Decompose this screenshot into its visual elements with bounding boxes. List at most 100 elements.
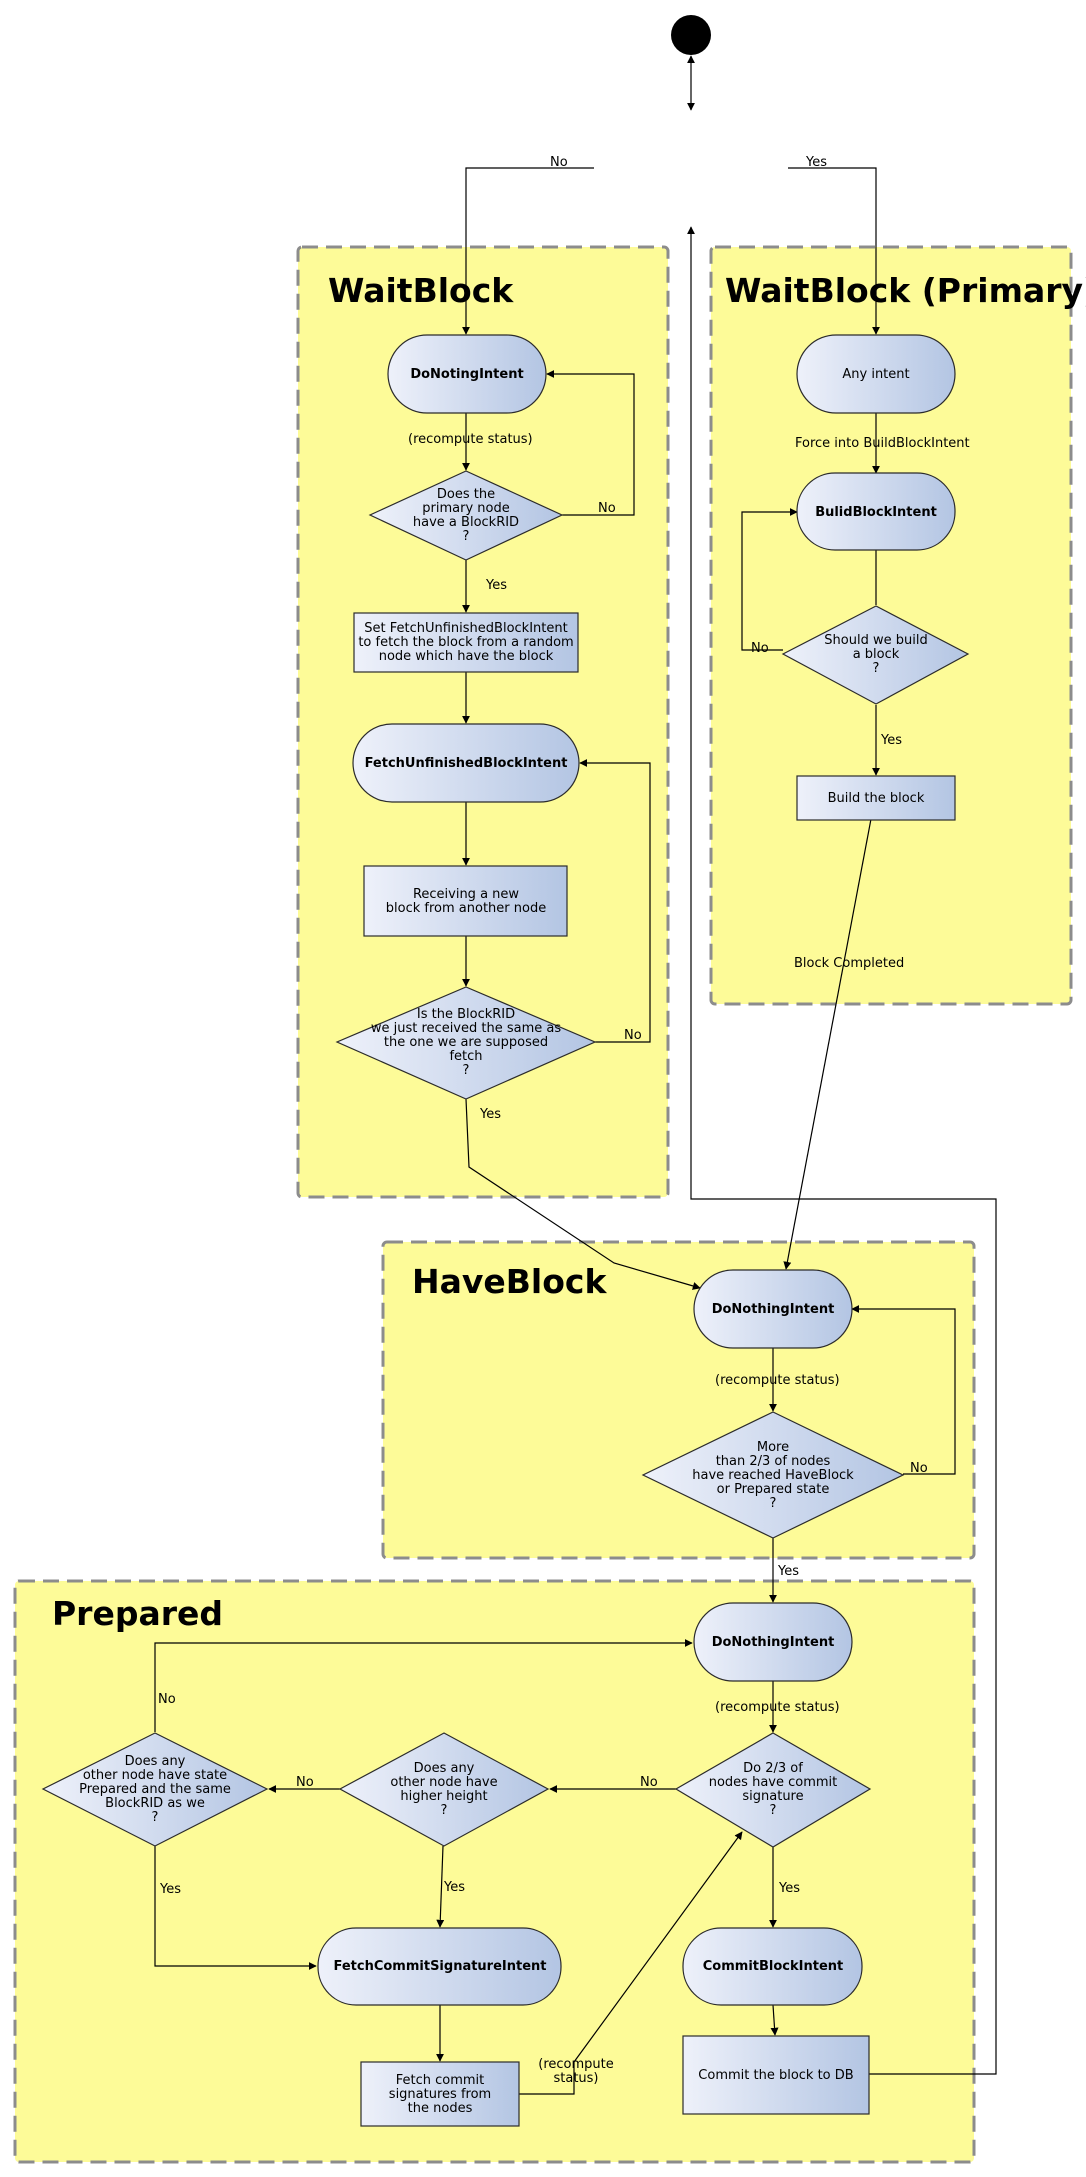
edge-wb-rid-no: [546, 370, 635, 516]
pr-commit-intent-node: [682, 1927, 863, 2006]
wp-build-block-node: [796, 775, 956, 821]
text-line: DoNothingIntent: [712, 1302, 835, 1317]
text-line: fetch: [449, 1049, 482, 1064]
label-pr-23-yes: Yes: [778, 1881, 800, 1896]
pr-commit-intent-text: CommitBlockIntent: [703, 1959, 843, 1974]
hb-donothing-intent-node: [693, 1269, 853, 1349]
text-line: Is the BlockRID: [417, 1007, 515, 1022]
start-node: [671, 15, 711, 55]
label-wp-should-yes: Yes: [880, 733, 902, 748]
label-wp-should-no: No: [751, 641, 769, 656]
wp-should-build-decision: [781, 605, 970, 705]
text-line: BulidBlockIntent: [815, 505, 937, 520]
text-line: FetchUnfinishedBlockIntent: [365, 756, 568, 771]
text-line: Does any: [125, 1754, 186, 1769]
pr-same-state-decision: [41, 1732, 269, 1847]
edge-pr-same-yes: [154, 1846, 317, 1970]
text-line: Build the block: [828, 791, 925, 806]
pr-fetch-commit-intent-text: FetchCommitSignatureIntent: [333, 1959, 546, 1974]
pr-commit-db-node: [682, 2035, 870, 2115]
text-line: Set FetchUnfinishedBlockIntent: [364, 621, 567, 636]
text-line: ?: [770, 1496, 777, 1511]
text-line: higher height: [400, 1789, 487, 1804]
text-line: More: [757, 1440, 789, 1455]
label-wp-completed: Block Completed: [794, 956, 904, 971]
text-line: FetchCommitSignatureIntent: [333, 1959, 546, 1974]
edge-pr-commit-db-restart: [687, 226, 997, 2075]
text-line: Prepared and the same: [79, 1782, 231, 1797]
wp-any-intent-text: Any intent: [842, 367, 909, 382]
text-line: primary node: [422, 501, 509, 516]
label-primary-no: No: [550, 155, 568, 170]
label-wb-same-no: No: [624, 1028, 642, 1043]
hb-more-than-decision: [641, 1411, 905, 1539]
wb-set-fetch-node: [353, 612, 579, 673]
label-hb-more-yes: Yes: [777, 1564, 799, 1579]
wp-build-block-text: Build the block: [828, 791, 925, 806]
text-line: Does any: [414, 1761, 475, 1776]
text-line: DoNothingIntent: [712, 1635, 835, 1650]
wb-donothing-intent-text: DoNotingIntent: [410, 367, 523, 382]
text-line: have a BlockRID: [413, 515, 519, 530]
text-line: other node have: [390, 1775, 497, 1790]
wp-build-intent-node: [796, 472, 956, 551]
pr-higher-decision: [338, 1732, 550, 1847]
text-line: the one we are supposed: [384, 1035, 548, 1050]
edge-pr-fetch-sigs-recompute: [519, 1831, 743, 2095]
wp-build-intent-text: BulidBlockIntent: [815, 505, 937, 520]
label-wp-force: Force into BuildBlockIntent: [795, 436, 970, 451]
edge-primary-yes: [788, 167, 880, 335]
lane-title-prepared: Prepared: [52, 1594, 223, 1633]
wb-donothing-intent-node: [387, 334, 547, 414]
label-wb-recompute: (recompute status): [408, 432, 533, 447]
pr-do-23-decision: [674, 1732, 872, 1848]
text-line: than 2/3 of nodes: [716, 1454, 831, 1469]
text-line: we just received the same as: [371, 1021, 561, 1036]
wb-is-same-decision: [335, 986, 597, 1100]
wb-receiving-node: [363, 865, 568, 937]
text-line: the nodes: [408, 2101, 473, 2116]
edge-wb-same-no: [579, 759, 651, 1043]
text-line: to fetch the block from a random: [358, 635, 573, 650]
text-line: Do 2/3 of: [743, 1761, 803, 1776]
pr-donothing-intent-text: DoNothingIntent: [712, 1635, 835, 1650]
text-line: Receiving a new: [413, 887, 519, 902]
label-pr-same-yes: Yes: [159, 1882, 181, 1897]
edge-wp-block-completed: [783, 818, 872, 1270]
edge-pr-commit-intent-db: [770, 2004, 779, 2036]
edge-primary-no: [462, 167, 594, 335]
text-line: signatures from: [389, 2087, 491, 2102]
text-line: nodes have commit: [709, 1775, 838, 1790]
text-line: other node have state: [83, 1768, 227, 1783]
wp-any-intent-node: [796, 334, 956, 414]
text-line: Does the: [437, 487, 495, 502]
text-line: Commit the block to DB: [698, 2068, 853, 2083]
text-line: ?: [770, 1803, 777, 1818]
text-line: DoNotingIntent: [410, 367, 523, 382]
text-line: node which have the block: [379, 649, 554, 664]
text-line: ?: [441, 1803, 448, 1818]
text-line: a block: [853, 647, 900, 662]
pr-donothing-intent-node: [693, 1602, 853, 1682]
label-hb-more-no: No: [910, 1461, 928, 1476]
text-line: (recompute: [538, 2057, 613, 2072]
text-line: have reached HaveBlock: [692, 1468, 854, 1483]
text-line: BlockRID as we: [105, 1796, 205, 1811]
wb-has-rid-decision: [368, 470, 564, 561]
label-wb-rid-no: No: [598, 501, 616, 516]
text-line: ?: [463, 1063, 470, 1078]
edge-hb-more-no: [851, 1305, 956, 1475]
label-pr-higher-yes: Yes: [443, 1880, 465, 1895]
label-pr-same-no: No: [158, 1692, 176, 1707]
